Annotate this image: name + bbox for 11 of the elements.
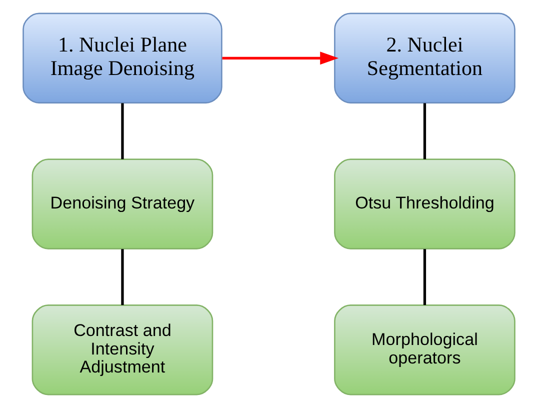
node-box: Otsu Thresholding <box>334 158 516 250</box>
arrow <box>222 52 339 65</box>
connector <box>423 249 426 306</box>
connector <box>121 249 124 306</box>
node-box: Morphological operators <box>334 304 516 396</box>
node-box: 2. Nuclei Segmentation <box>334 12 516 104</box>
node-box: Denoising Strategy <box>32 158 214 250</box>
node-box: Contrast and Intensity Adjustment <box>32 304 214 396</box>
connector <box>121 103 124 160</box>
connector <box>423 103 426 160</box>
node-box: 1. Nuclei Plane Image Denoising <box>22 12 222 104</box>
